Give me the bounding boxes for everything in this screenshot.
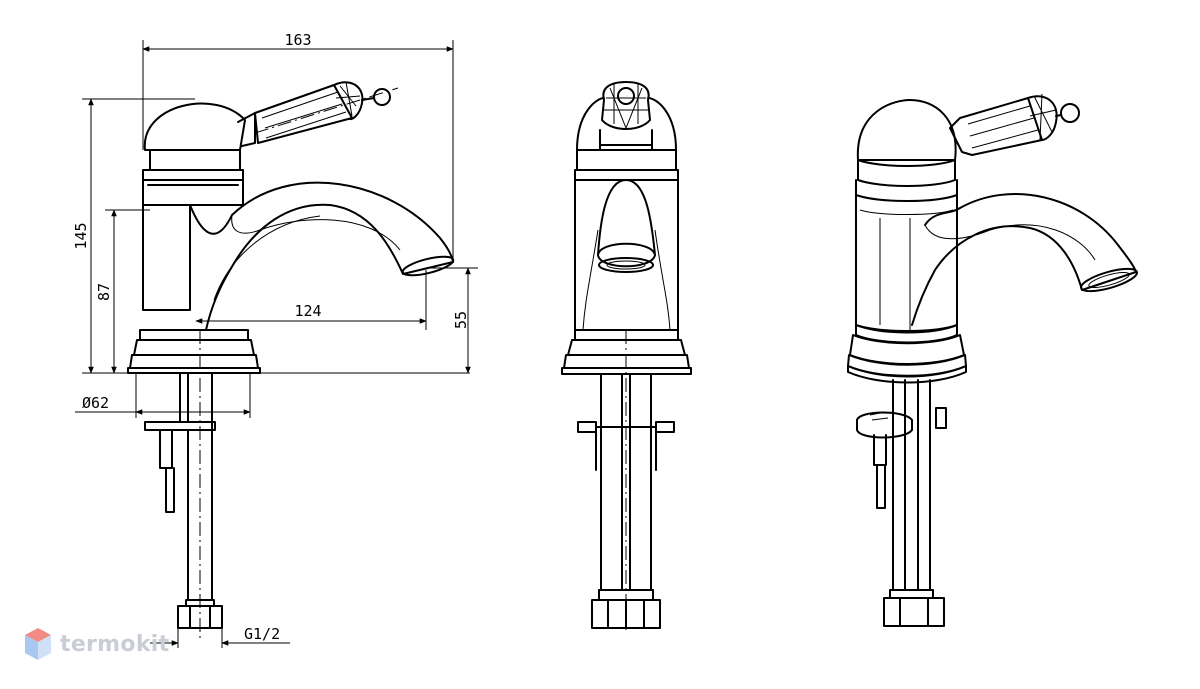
dim-outlet-height: 55 [452, 311, 470, 329]
logo-cube-icon [25, 628, 51, 660]
front-view [561, 81, 692, 630]
perspective-view [847, 93, 1138, 627]
dim-connection-thread: G1/2 [244, 625, 280, 643]
dimension-lines [75, 40, 478, 648]
dim-spout-reach: 124 [294, 302, 321, 320]
watermark-logo: termokit [24, 626, 169, 662]
watermark-text: termokit [60, 631, 170, 657]
dim-overall-length: 163 [284, 31, 311, 49]
dim-spout-height: 87 [95, 283, 113, 301]
side-view [127, 81, 455, 640]
dim-overall-height: 145 [72, 222, 90, 249]
dim-base-diameter: Ø62 [82, 394, 109, 412]
